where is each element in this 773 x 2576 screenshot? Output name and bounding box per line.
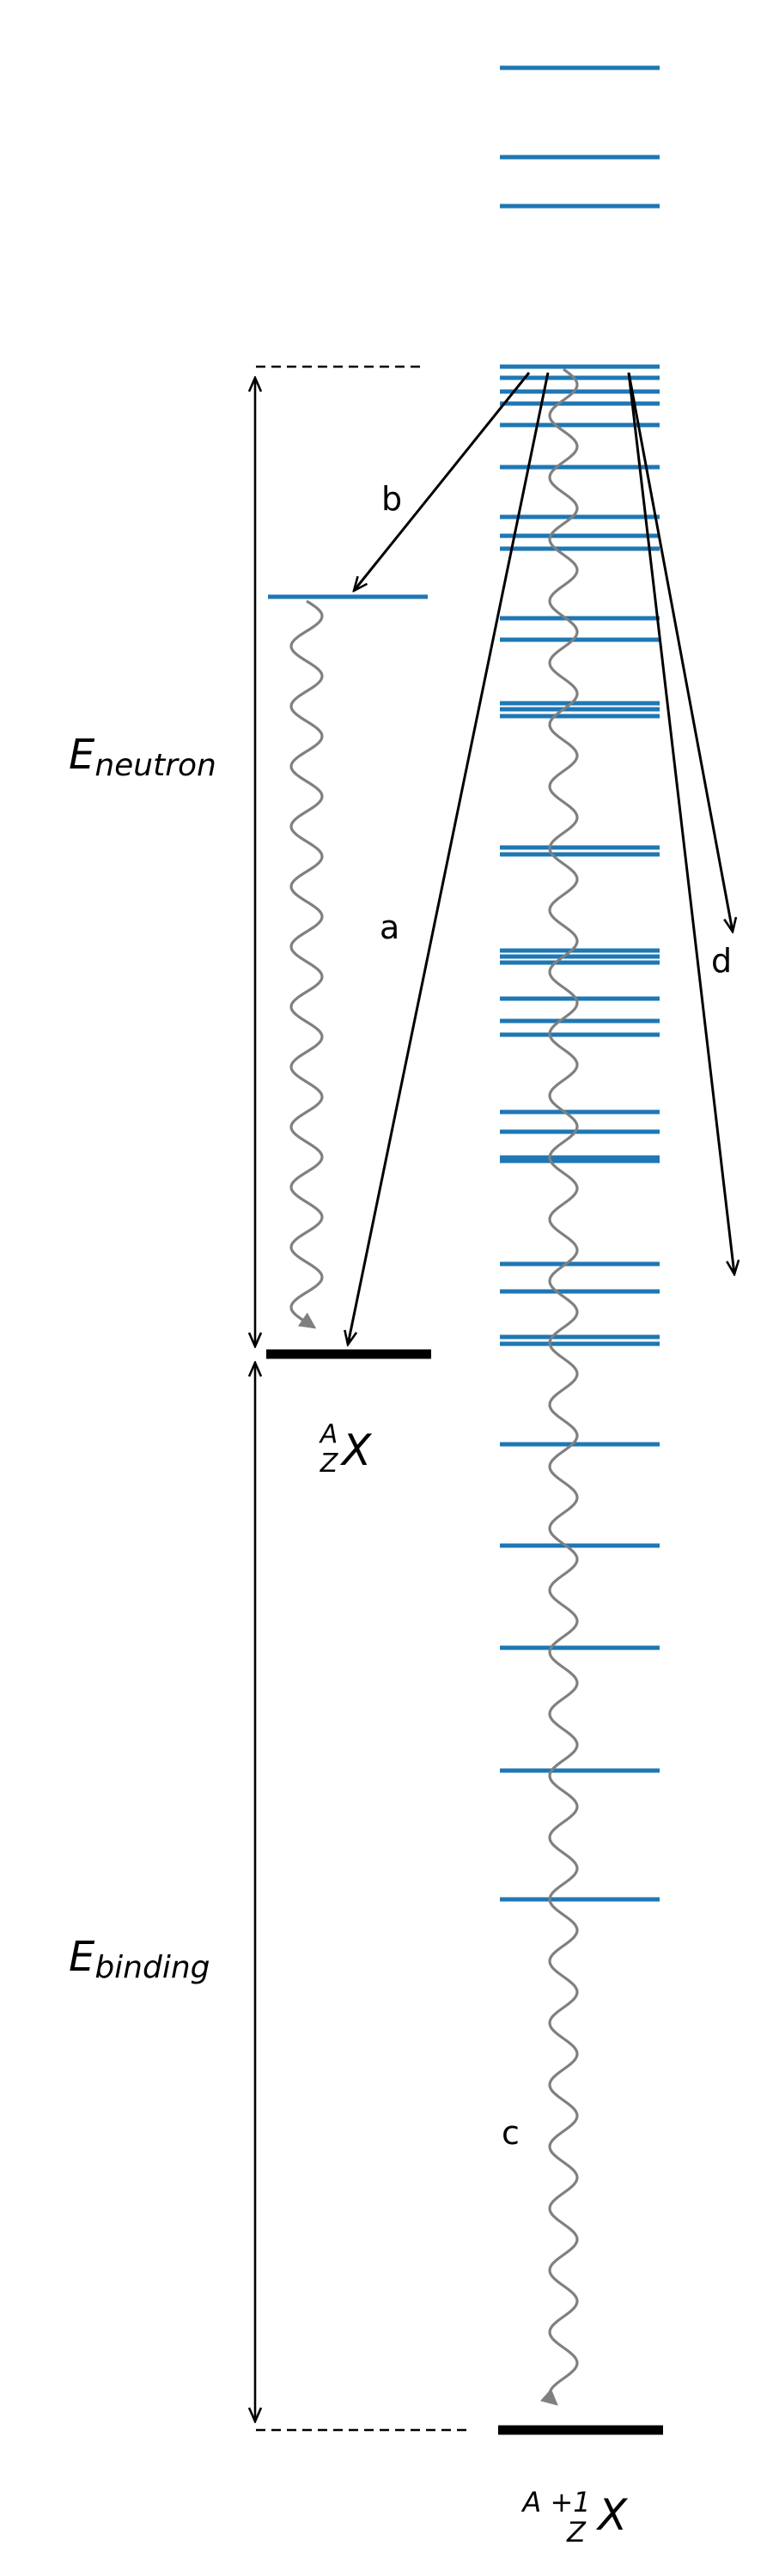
- transition-b-arrow: [354, 372, 531, 591]
- target-nucleus-label: A Z X: [319, 1419, 373, 1479]
- e-neutron-label: Eneutron: [69, 731, 216, 783]
- e-binding-subscript: binding: [94, 1950, 210, 1985]
- e-neutron-main: E: [69, 731, 95, 779]
- e-neutron-subscript: neutron: [94, 748, 216, 783]
- compound-mass-number: A +1: [520, 2486, 590, 2518]
- target-mass-number: A: [319, 1419, 338, 1449]
- compound-nucleus-levels: [500, 65, 660, 1902]
- label-b: b: [381, 480, 402, 518]
- gamma-cascade-c-wave: [540, 368, 579, 2406]
- label-c: c: [502, 2114, 520, 2152]
- target-atomic-number: Z: [320, 1449, 339, 1479]
- e-binding-main: E: [69, 1933, 95, 1981]
- transition-to-ground-arrow: [348, 372, 550, 1345]
- compound-nucleus-label: A +1 Z X: [520, 2486, 629, 2549]
- e-binding-label: Ebinding: [69, 1933, 210, 1985]
- label-a: a: [380, 908, 399, 946]
- compound-element-symbol: X: [595, 2490, 629, 2540]
- transition-d-arrow-lower: [627, 372, 734, 1274]
- compound-atomic-number: Z: [566, 2516, 587, 2549]
- transition-d-arrow-upper: [627, 372, 733, 932]
- target-element-symbol: X: [339, 1425, 373, 1475]
- gamma-transition-a-wave: [289, 599, 324, 1329]
- label-d: d: [711, 942, 732, 980]
